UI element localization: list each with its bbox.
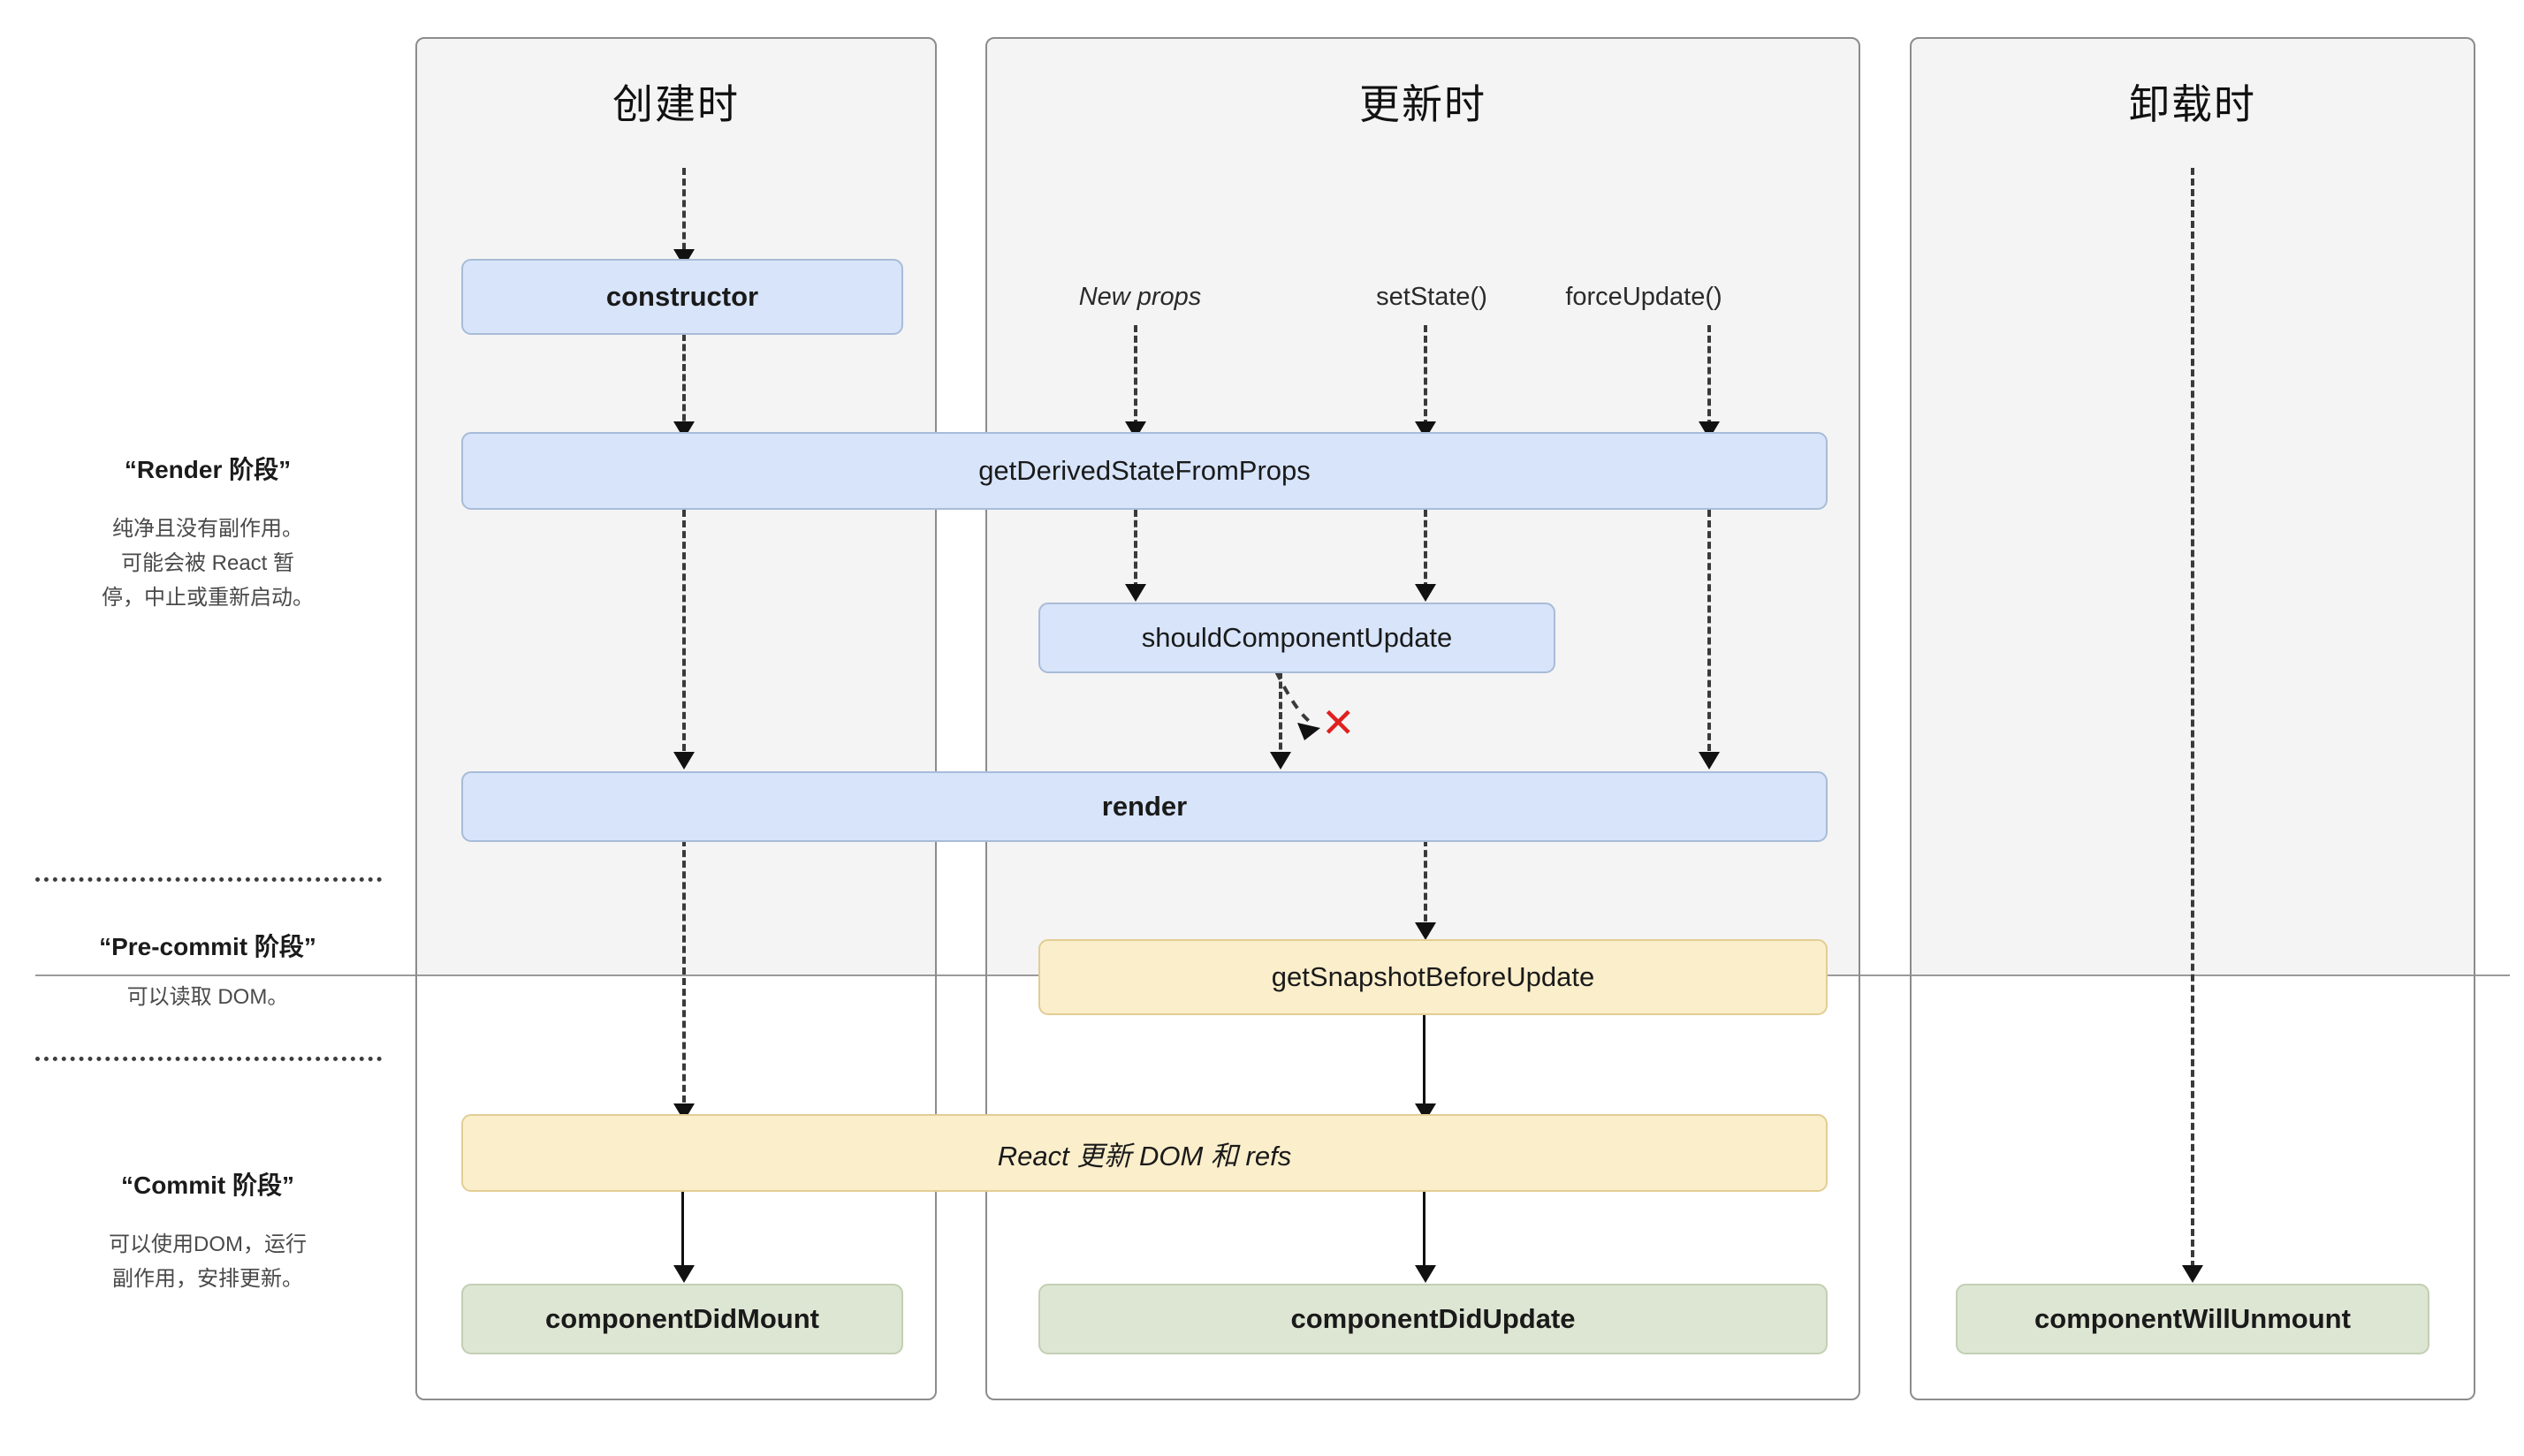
connector-constructor-to-gdsfp [682, 334, 686, 431]
connector-newprops-to-gdsfp [1134, 325, 1137, 427]
connector-scu-to-render [1279, 671, 1282, 760]
panel-updating [985, 37, 1860, 1400]
connector-mount-top [682, 168, 686, 261]
connector-gdsfp-to-render-mount [682, 510, 686, 762]
phase-label-render: “Render 阶段” [124, 456, 292, 483]
node-react-updates-dom-refs[interactable]: React 更新 DOM 和 refs [461, 1114, 1828, 1192]
node-component-did-mount[interactable]: componentDidMount [461, 1284, 903, 1354]
connector-forceupdate-to-gdsfp [1707, 325, 1711, 427]
column-title-updating: 更新时 [1359, 81, 1486, 127]
connector-render-to-didmount [682, 839, 686, 1113]
phase-description-commit: 可以使用DOM，运行副作用，安排更新。 [109, 1232, 307, 1291]
connector-setstate-to-gdsfp [1424, 325, 1427, 427]
arrowhead-render-snapshot [1415, 922, 1436, 940]
panel-unmounting [1910, 37, 2475, 1400]
panel-mounting [415, 37, 937, 1400]
phase-separator-top [35, 877, 382, 882]
node-render[interactable]: render [461, 771, 1828, 842]
trigger-new-props: New props [1078, 283, 1202, 311]
abort-marker-icon: ✕ [1321, 699, 1356, 747]
connector-snapshot-to-reactupdates [1423, 1014, 1425, 1111]
connector-reactupdates-to-didmount [681, 1191, 684, 1275]
arrowhead-reactupdates-didupdate [1415, 1265, 1436, 1283]
arrowhead-gdsfp-scu-right [1415, 584, 1436, 602]
column-title-mounting: 创建时 [612, 81, 740, 127]
connector-gdsfp-to-scu-left [1134, 510, 1137, 589]
arrowhead-mount-didmount [673, 1265, 695, 1283]
arrowhead-unmount-willunmount [2182, 1265, 2203, 1283]
phase-label-commit: “Commit 阶段” [120, 1172, 294, 1199]
arrowhead-forceupdate-render [1699, 752, 1720, 770]
connector-gdsfp-to-render-forceupdate [1707, 510, 1711, 762]
phase-description-pre-commit: 可以读取 DOM。 [126, 985, 289, 1009]
node-component-did-update[interactable]: componentDidUpdate [1038, 1284, 1828, 1354]
connector-render-to-snapshot [1424, 839, 1427, 932]
node-component-will-unmount[interactable]: componentWillUnmount [1956, 1284, 2429, 1354]
column-title-unmounting: 卸载时 [2129, 81, 2256, 127]
node-constructor[interactable]: constructor [461, 259, 903, 335]
arrowhead-scu-render [1270, 752, 1291, 770]
node-get-derived-state-from-props[interactable]: getDerivedStateFromProps [461, 432, 1828, 510]
trigger-set-state: setState() [1376, 283, 1487, 311]
connector-unmount-spine [2191, 168, 2194, 1268]
phase-description-render: 纯净且没有副作用。可能会被 React 暂停，中止或重新启动。 [102, 517, 314, 610]
node-get-snapshot-before-update[interactable]: getSnapshotBeforeUpdate [1038, 939, 1828, 1015]
node-should-component-update[interactable]: shouldComponentUpdate [1038, 603, 1555, 673]
phase-separator-bottom [35, 1057, 382, 1061]
connector-reactupdates-to-didupdate [1423, 1191, 1425, 1275]
phase-label-pre-commit: “Pre-commit 阶段” [99, 933, 316, 960]
connector-scu-abort-branch [1274, 671, 1320, 740]
connector-gdsfp-to-scu-right [1424, 510, 1427, 589]
arrowhead-gdsfp-scu-left [1125, 584, 1146, 602]
arrowhead-mount-render [673, 752, 695, 770]
trigger-force-update: forceUpdate() [1565, 283, 1722, 311]
